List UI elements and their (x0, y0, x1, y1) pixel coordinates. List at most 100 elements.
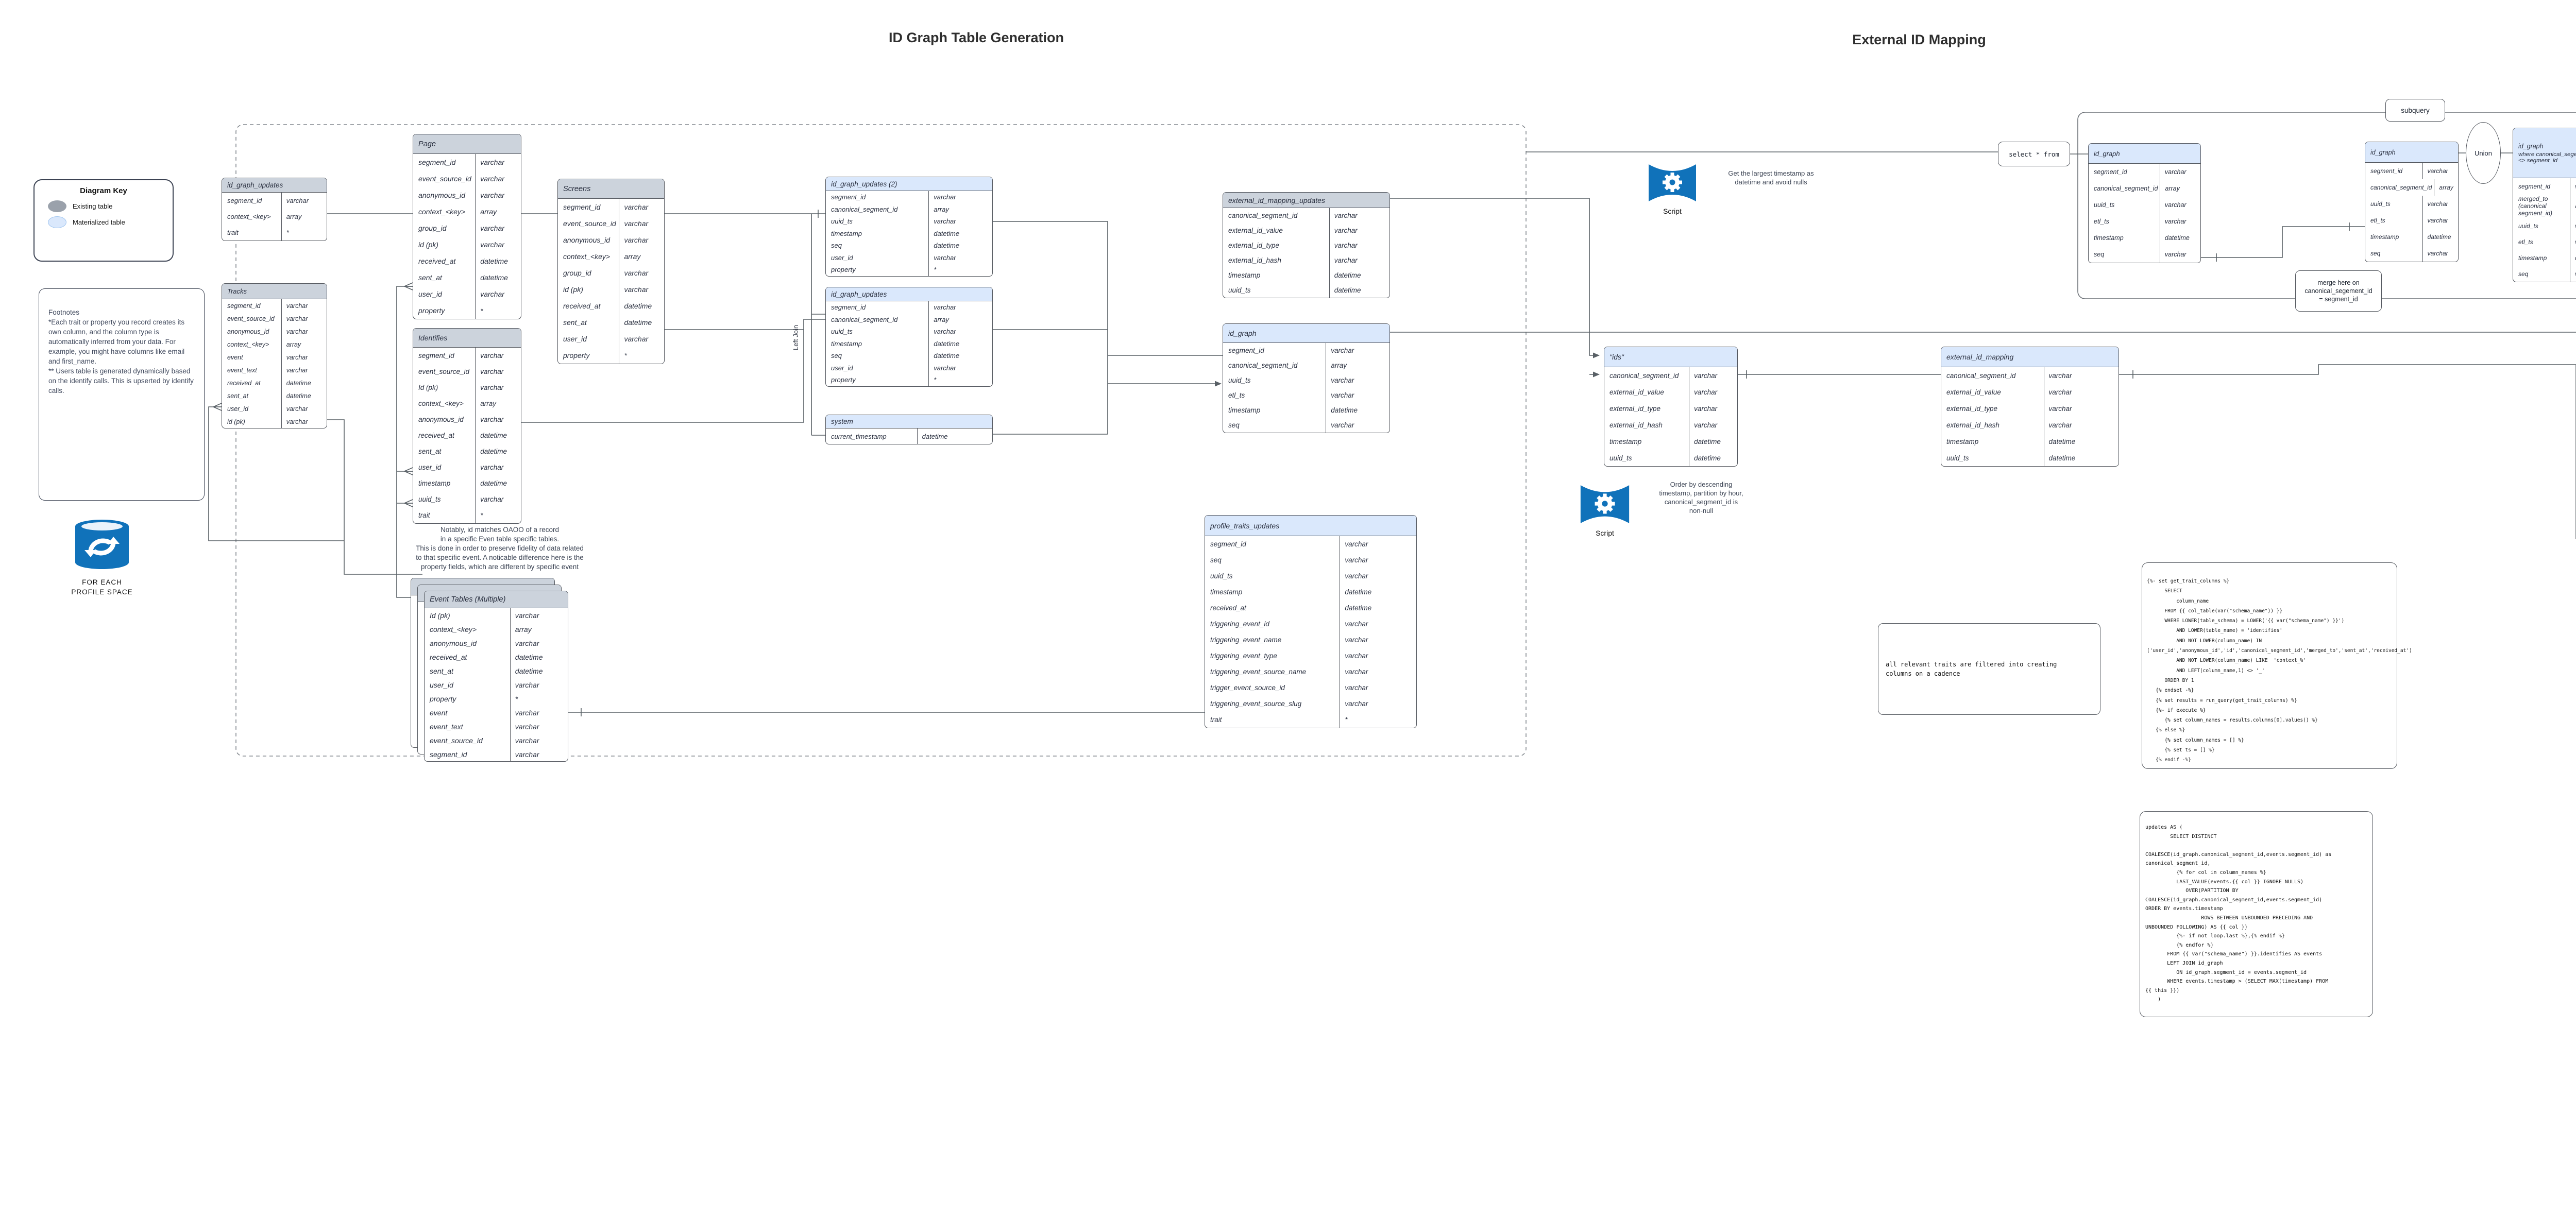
table-title: "ids" (1604, 347, 1737, 367)
note-merge-here: merge here on canonical_segement_id = se… (2295, 270, 2382, 312)
script-icon (1649, 164, 1696, 201)
table-row: trait* (413, 507, 521, 523)
section-title-id-graph: ID Graph Table Generation (888, 30, 1064, 45)
script-node-2: Script (1578, 483, 1632, 537)
script-label: Script (1596, 529, 1614, 537)
script-label: Script (1663, 207, 1682, 215)
table-row: context_<key>array (413, 203, 521, 220)
table-title: id_graph (2089, 144, 2200, 164)
code-updates-cte: updates AS ( SELECT DISTINCT COALESCE(id… (2140, 811, 2373, 1017)
table-title: Screens (558, 179, 664, 199)
note-notably: Notably, id matches OAOO of a record in … (416, 526, 584, 571)
table-row: context_<key>array (222, 209, 327, 225)
table-row: property* (413, 302, 521, 319)
select-from-box: select * from (1998, 142, 2070, 166)
table-title: id_graph (1223, 324, 1389, 343)
table-row: property* (826, 374, 992, 386)
section-title-external-id: External ID Mapping (1852, 32, 1986, 47)
note-order-by: Order by descending timestamp, partition… (1659, 481, 1743, 515)
table-title: Event Tables (Multiple) (425, 591, 568, 608)
table-row: Id (pk)varchar (425, 608, 568, 622)
table-title: external_id_mapping (1941, 347, 2119, 367)
table-row: property* (826, 264, 992, 276)
diagram-key-title: Diagram Key (80, 186, 127, 195)
table-title: external_id_mapping_updates (1223, 193, 1389, 208)
code-get-trait-columns: {%- set get_trait_columns %} SELECT colu… (2142, 562, 2412, 769)
materialized-table-swatch (48, 216, 66, 228)
script-node-1: Script (1649, 162, 1696, 215)
table-title: id_graph (2365, 142, 2458, 163)
table-title: id_graph_updates (826, 287, 992, 301)
table-row: merged_to (canonical segment_id)array (2513, 194, 2576, 218)
table-row: context_<key>array (425, 622, 568, 636)
